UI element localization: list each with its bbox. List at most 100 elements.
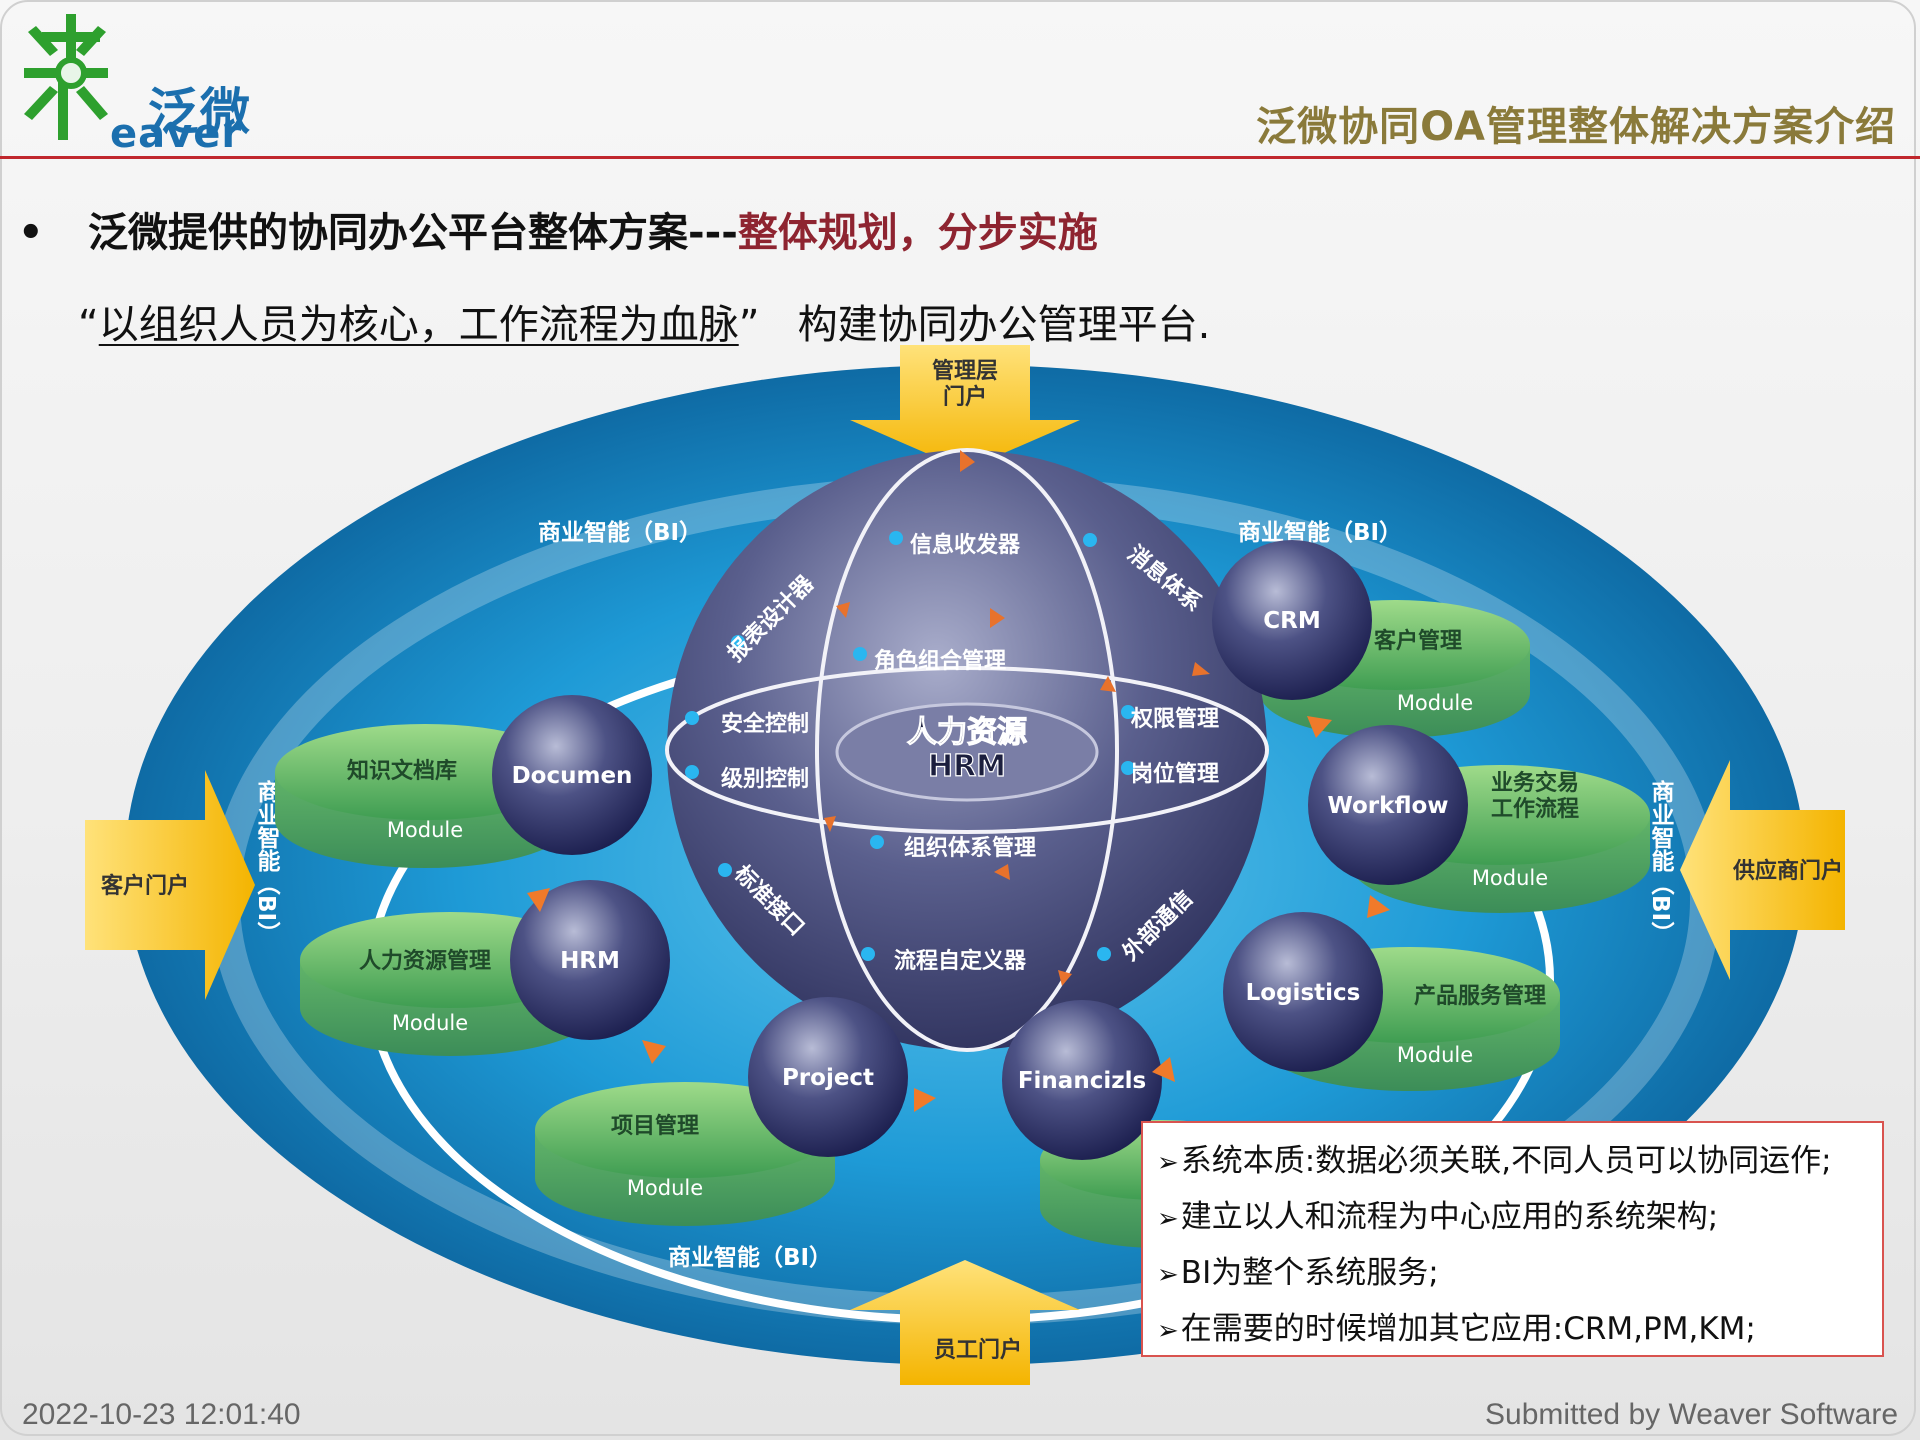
portal-right-arrow: 供应商门户 xyxy=(1680,760,1845,980)
bullet-heading: •泛微提供的协同办公平台整体方案---整体规划，分步实施 xyxy=(18,200,1098,258)
core-item-dot xyxy=(870,835,884,849)
core-item-dot xyxy=(853,647,867,661)
sphere-label: Documen xyxy=(512,763,633,789)
module-tag: Module xyxy=(392,1011,468,1035)
core-title: 人力资源 xyxy=(907,715,1027,750)
core-item: 组织体系管理 xyxy=(870,835,1036,861)
core-item-label: 安全控制 xyxy=(721,711,809,737)
note-bullet-icon: ➢ xyxy=(1157,1148,1179,1178)
core-item-dot xyxy=(731,635,745,649)
bullet-text: 泛微提供的协同办公平台整体方案--- xyxy=(88,210,738,256)
note-bullet-icon: ➢ xyxy=(1157,1204,1179,1234)
module-label: 产品服务管理 xyxy=(1414,983,1546,1009)
portal-right-label: 供应商门户 xyxy=(1732,858,1843,884)
quote-rest: 构建协同办公管理平台. xyxy=(759,302,1211,348)
sphere-label: CRM xyxy=(1263,608,1320,634)
module-sphere: CRM xyxy=(1212,540,1372,700)
core-item-label: 权限管理 xyxy=(1130,706,1219,732)
sphere-label: HRM xyxy=(560,948,620,974)
module-label: 业务交易 xyxy=(1491,770,1579,796)
core-item-label: 岗位管理 xyxy=(1131,761,1219,787)
module-tag: Module xyxy=(1472,866,1548,890)
portal-bottom-arrow: 员工门户 xyxy=(850,1260,1080,1385)
portal-top-arrow: 管理层 门户 xyxy=(850,345,1080,470)
module-label: 工作流程 xyxy=(1491,796,1579,822)
core-subtitle: HRM xyxy=(928,749,1006,784)
core-item: 级别控制 xyxy=(685,765,809,792)
module-tag: Module xyxy=(387,818,463,842)
core-item-label: 信息收发器 xyxy=(910,532,1021,558)
note-bullet-icon: ➢ xyxy=(1157,1260,1179,1290)
module-sphere: Logistics xyxy=(1223,912,1383,1072)
core-item-dot xyxy=(1121,761,1135,775)
core-item: 角色组合管理 xyxy=(853,647,1006,674)
sphere-label: Workflow xyxy=(1327,793,1448,819)
module-tag: Module xyxy=(627,1176,703,1200)
module-label: 项目管理 xyxy=(611,1113,699,1139)
orbit-arrows xyxy=(527,716,1390,1112)
portal-top-line1: 管理层 xyxy=(932,358,998,384)
quote-close: ” xyxy=(738,302,760,348)
logo-text-cn: 泛微 xyxy=(148,83,252,141)
note-text: 在需要的时候增加其它应用:CRM,PM,KM; xyxy=(1180,1311,1756,1347)
bi-right-vertical: 商业智能（BI） xyxy=(1647,779,1675,944)
module-sphere: Project xyxy=(748,997,908,1157)
module-sphere: Documen xyxy=(492,695,652,855)
sphere-label: Project xyxy=(782,1065,874,1091)
core-item-dot xyxy=(685,711,699,725)
page-title: 泛微协同OA管理整体解决方案介绍 xyxy=(1256,104,1896,150)
module-label: 人力资源管理 xyxy=(359,948,491,974)
sphere-label: Financizls xyxy=(1018,1068,1146,1094)
module-tag: Module xyxy=(1397,1043,1473,1067)
core-item-dot xyxy=(861,947,875,961)
portal-left-label: 客户门户 xyxy=(101,873,189,899)
quote-underlined: 以组织人员为核心，工作流程为血脉 xyxy=(98,302,739,348)
note-bullet-icon: ➢ xyxy=(1157,1316,1179,1346)
core-item-dot xyxy=(685,765,699,779)
note-item: ➢BI为整个系统服务; xyxy=(1157,1245,1868,1301)
core-item: 流程自定义器 xyxy=(861,947,1027,974)
header-divider xyxy=(0,156,1920,159)
note-text: 建立以人和流程为中心应用的系统架构; xyxy=(1180,1199,1719,1235)
core-item-label: 级别控制 xyxy=(721,766,809,792)
module-sphere: HRM xyxy=(510,880,670,1040)
core-item-label: 组织体系管理 xyxy=(904,835,1036,861)
bullet-highlight: 整体规划，分步实施 xyxy=(737,210,1098,256)
core-item-label: 角色组合管理 xyxy=(874,648,1006,674)
bi-top-left: 商业智能（BI） xyxy=(538,519,702,546)
footer-date: 2022-10-23 12:01:40 xyxy=(22,1398,301,1431)
weaver-logo: 泛微 eaver xyxy=(14,10,254,154)
footer-credit: Submitted by Weaver Software xyxy=(1485,1398,1898,1431)
bi-bottom: 商业智能（BI） xyxy=(668,1244,832,1271)
note-item: ➢在需要的时候增加其它应用:CRM,PM,KM; xyxy=(1157,1301,1868,1357)
core-item: 岗位管理 xyxy=(1121,761,1219,787)
logo-text-en: eaver xyxy=(110,111,243,157)
module-tag: Module xyxy=(1397,691,1473,715)
module-sphere: Workflow xyxy=(1308,725,1468,885)
core-item: 权限管理 xyxy=(1121,705,1219,732)
module-disc: 项目管理 Module xyxy=(535,1082,835,1226)
core-item-dot xyxy=(1121,705,1135,719)
module-label: 客户管理 xyxy=(1374,628,1462,654)
quote-line: “以组织人员为核心，工作流程为血脉” 构建协同办公管理平台. xyxy=(78,292,1210,350)
notes-box: ➢系统本质:数据必须关联,不同人员可以协同运作; ➢建立以人和流程为中心应用的系… xyxy=(1141,1121,1884,1357)
platform-diagram: 管理层 门户 员工门户 客户门户 供应商门户 商业智能（BI） 商业智能（BI）… xyxy=(85,345,1845,1385)
core-item-dot xyxy=(718,863,732,877)
core-item-label: 流程自定义器 xyxy=(894,948,1027,974)
core-item: 信息收发器 xyxy=(889,531,1021,558)
quote-open: “ xyxy=(78,302,99,348)
core-item-dot xyxy=(1083,533,1097,547)
bi-top-right: 商业智能（BI） xyxy=(1238,519,1402,546)
module-sphere: Financizls xyxy=(1002,1000,1162,1160)
note-text: BI为整个系统服务; xyxy=(1180,1255,1439,1291)
core-item: 安全控制 xyxy=(685,711,809,737)
core-item-dot xyxy=(889,531,903,545)
core-sphere: 人力资源 HRM xyxy=(665,448,1269,1052)
portal-left-arrow: 客户门户 xyxy=(85,770,255,1000)
weaver-logo-mark xyxy=(24,14,108,140)
portal-top-line2: 门户 xyxy=(943,384,987,410)
note-item: ➢系统本质:数据必须关联,不同人员可以协同运作; xyxy=(1157,1133,1868,1189)
core-item-dot xyxy=(1097,947,1111,961)
sphere-label: Logistics xyxy=(1246,980,1361,1006)
portal-bottom-label: 员工门户 xyxy=(934,1337,1022,1363)
